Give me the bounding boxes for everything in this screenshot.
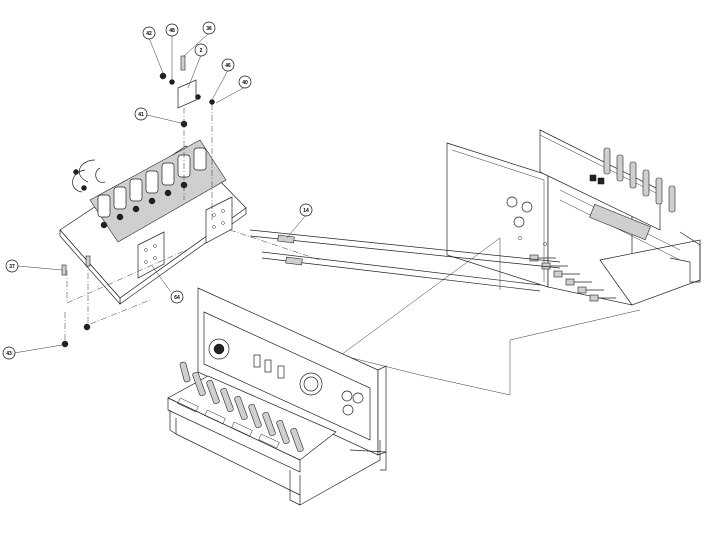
callout-label: 64 bbox=[174, 295, 180, 301]
rear-fittings bbox=[529, 254, 616, 302]
valve-block-assembly bbox=[59, 139, 247, 305]
control-cables bbox=[249, 229, 641, 396]
callout-2: 2 bbox=[194, 43, 208, 57]
callout-48: 48 bbox=[165, 23, 179, 37]
callout-64: 64 bbox=[170, 290, 184, 304]
loose-hardware bbox=[61, 255, 91, 348]
callout-14: 14 bbox=[299, 203, 313, 217]
callout-label: 2 bbox=[200, 48, 203, 54]
callout-37: 37 bbox=[5, 259, 19, 273]
callout-41: 41 bbox=[134, 107, 148, 121]
callout-36: 36 bbox=[202, 21, 216, 35]
callout-label: 46 bbox=[225, 63, 231, 69]
callout-40: 40 bbox=[238, 75, 252, 89]
rear-lever-bank bbox=[559, 147, 681, 261]
callout-label: 14 bbox=[303, 208, 309, 214]
callout-label: 41 bbox=[138, 112, 144, 118]
callout-label: 37 bbox=[9, 264, 15, 270]
callouts: 42 48 36 2 46 40 41 14 bbox=[2, 21, 313, 360]
callout-label: 40 bbox=[242, 80, 248, 86]
callout-42: 42 bbox=[142, 26, 156, 40]
valve-spools bbox=[97, 147, 207, 229]
console-labels bbox=[177, 397, 280, 449]
operator-console bbox=[167, 287, 387, 506]
rear-panel-assembly bbox=[446, 129, 701, 306]
callout-label: 43 bbox=[6, 351, 12, 357]
callout-label: 42 bbox=[146, 31, 152, 37]
callout-43: 43 bbox=[2, 346, 16, 360]
callout-label: 48 bbox=[169, 28, 175, 34]
console-gauges bbox=[208, 338, 364, 416]
callout-label: 36 bbox=[206, 26, 212, 32]
console-levers bbox=[179, 361, 304, 453]
callout-46: 46 bbox=[221, 58, 235, 72]
